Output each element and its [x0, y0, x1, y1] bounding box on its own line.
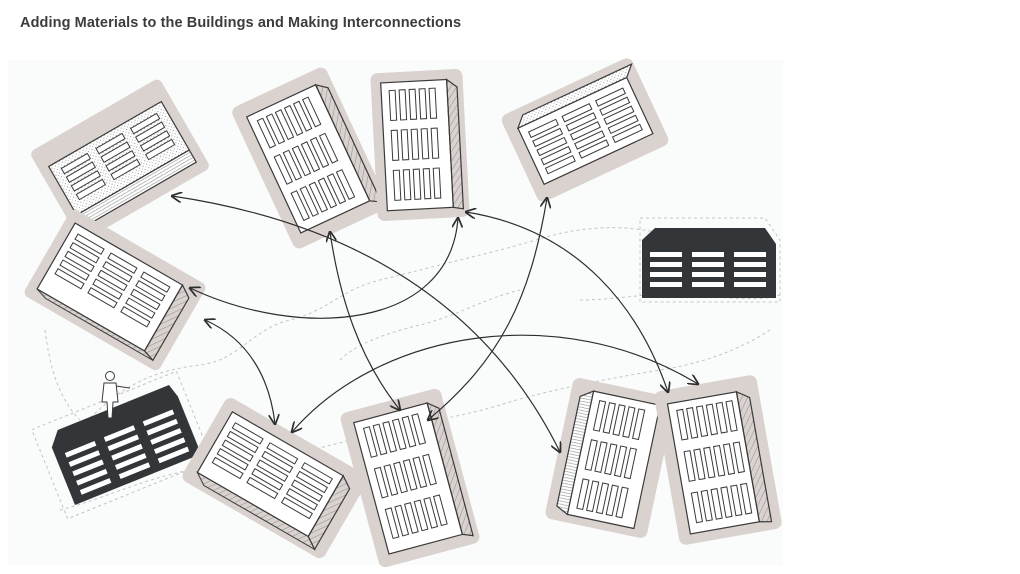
- arrow-icon: [466, 212, 668, 392]
- building-slab-top-right: [501, 58, 669, 202]
- building-dark-right: [639, 217, 781, 303]
- building-dark-bottom-left: [31, 370, 213, 520]
- arrow-icon: [205, 320, 275, 424]
- arrow-icon: [292, 334, 698, 432]
- building-left-middle: [24, 209, 206, 371]
- building-slab-top-left: [31, 79, 209, 241]
- interconnection-arrows: [172, 196, 698, 452]
- person-icon: [101, 371, 131, 419]
- building-tower-bottom-right-2: [654, 375, 782, 545]
- building-top-tower-center: [370, 69, 470, 221]
- page-title: Adding Materials to the Buildings and Ma…: [20, 15, 462, 31]
